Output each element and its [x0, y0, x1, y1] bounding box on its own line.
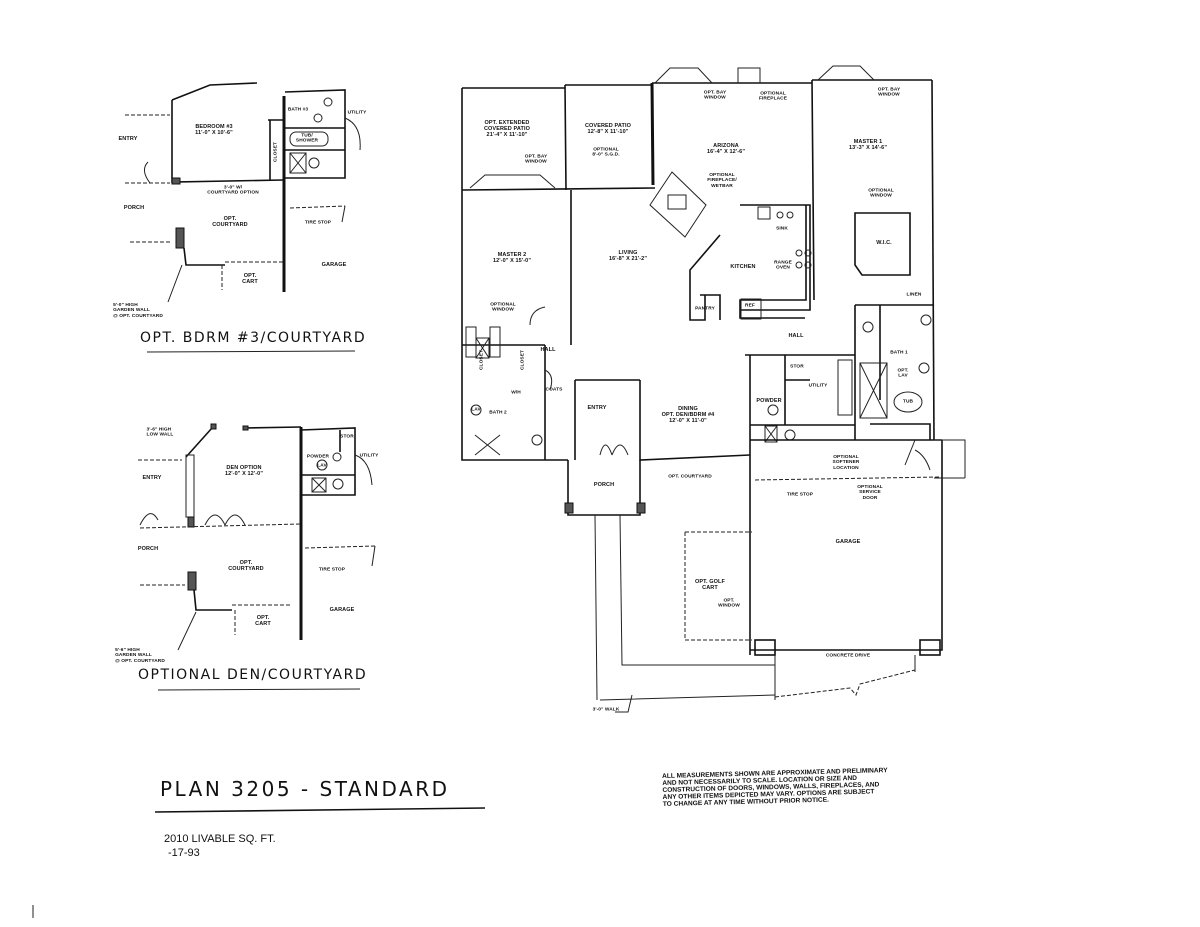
label-sink: SINK [776, 226, 788, 232]
label-optional-sgd: OPTIONAL 8'-0" S.G.D. [592, 147, 620, 158]
label-den: DEN OPTION 12'-0" X 12'-0" [224, 465, 264, 477]
label-tire-stop: TIRE STOP [786, 492, 814, 498]
label-lav-bath2: LAV [471, 407, 481, 413]
inset-den-walls [138, 423, 376, 691]
label-optional-window-master1: OPTIONAL WINDOW [868, 188, 894, 199]
label-ref: REF [745, 303, 755, 309]
label-hall-right: HALL [788, 333, 804, 339]
label-bay-window-master: OPT. BAY WINDOW [877, 87, 901, 98]
label-entry: ENTRY [587, 405, 607, 411]
label-softener: OPTIONAL SOFTENER LOCATION [832, 454, 860, 471]
label-wh: W/H [511, 390, 521, 396]
label-arizona: ARIZONA 16'-4" X 12'-6" [706, 143, 746, 155]
label-garage: GARAGE [321, 262, 347, 268]
label-entry: ENTRY [142, 475, 162, 481]
label-master1: MASTER 1 13'-3" X 14'-6" [848, 139, 888, 151]
label-utility: UTILITY [359, 453, 379, 459]
label-bath3: BATH #3 [287, 107, 309, 113]
label-bay-window-patio: OPT. BAY WINDOW [524, 154, 548, 165]
label-closet: CLOSET [273, 141, 279, 163]
label-powder: POWDER [306, 454, 330, 460]
label-tire-stop: TIRE STOP [304, 220, 332, 226]
label-garden-wall: 5'-6" HIGH GARDEN WALL @ OPT. COURTYARD [115, 647, 165, 664]
label-kitchen: KITCHEN [730, 264, 756, 270]
label-linen: LINEN [906, 292, 922, 298]
label-porch: PORCH [593, 482, 615, 488]
label-garage: GARAGE [329, 607, 355, 613]
label-optional-window-master2: OPTIONAL WINDOW [490, 302, 516, 313]
main-plan-walls [461, 65, 966, 713]
label-porch: PORCH [137, 546, 159, 552]
label-bath2: BATH 2 [489, 410, 507, 416]
label-drive: CONCRETE DRIVE [825, 653, 871, 659]
label-stor: STOR [790, 364, 804, 370]
inset-title-den: OPTIONAL DEN/COURTYARD [138, 667, 368, 683]
label-service-door: OPTIONAL SERVICE DOOR [857, 484, 883, 501]
plan-title: PLAN 3205 - STANDARD [160, 777, 450, 801]
label-tub: TUB/ SHOWER [295, 133, 319, 144]
label-fireplace-wetbar: OPTIONAL FIREPLACE/ WETBAR [707, 172, 737, 189]
label-golf-cart: OPT. GOLF CART [695, 579, 725, 591]
label-bedroom3: BEDROOM #3 11'-0" X 10'-6" [195, 124, 233, 136]
livable-sqft: 2010 LIVABLE SQ. FT. [164, 833, 276, 845]
label-master2: MASTER 2 12'-0" X 15'-0" [492, 252, 532, 264]
label-porch: PORCH [123, 205, 145, 211]
label-tire-stop: TIRE STOP [318, 567, 346, 573]
label-low-wall: 3'-6" HIGH LOW WALL [146, 427, 174, 438]
label-walk: 3'-0" WALK [592, 707, 620, 713]
label-closet-1: CLOSET [479, 349, 485, 371]
label-opt-window: OPT. WINDOW [718, 598, 740, 609]
label-ext-patio: OPT. EXTENDED COVERED PATIO 21'-4" X 11'… [483, 120, 531, 138]
label-hall-left: HALL [540, 347, 556, 353]
label-opt-lav: OPT. LAV [897, 368, 909, 379]
label-wic: W.I.C. [876, 240, 892, 246]
inset-bedroom3-walls [125, 82, 361, 353]
plan-date: -17-93 [168, 847, 200, 859]
label-lav: LAV [317, 463, 327, 469]
label-door-note: 3'-0" W/ COURTYARD OPTION [207, 185, 259, 196]
label-bay-window-arizona: OPT. BAY WINDOW [703, 90, 727, 101]
label-tub: TUB [902, 399, 914, 405]
label-pantry: PANTRY [695, 306, 715, 312]
label-cart: OPT. CART [242, 273, 258, 285]
label-entry: ENTRY [118, 136, 138, 142]
label-coats: COATS [545, 387, 563, 393]
label-utility: UTILITY [347, 110, 367, 116]
label-courtyard: OPT. COURTYARD [228, 560, 264, 572]
label-range: RANGE OVEN [774, 260, 792, 271]
label-living: LIVING 16'-8" X 21'-2" [608, 250, 648, 262]
label-dining: DINING OPT. DEN/BDRM #4 12'-0" X 11'-0" [661, 406, 715, 424]
label-garden-wall: 5'-0" HIGH GARDEN WALL @ OPT. COURTYARD [113, 302, 163, 319]
label-courtyard: OPT. COURTYARD [212, 216, 248, 228]
label-closet-2: CLOSET [520, 349, 526, 371]
label-covered-patio: COVERED PATIO 12'-8" X 11'-10" [584, 123, 632, 135]
label-bath1: BATH 1 [890, 350, 908, 356]
label-optional-fireplace: OPTIONAL FIREPLACE [758, 91, 788, 102]
inset-title-bedroom3: OPT. BDRM #3/COURTYARD [140, 330, 367, 346]
label-cart: OPT. CART [255, 615, 271, 627]
label-stor: STOR [340, 434, 354, 440]
label-garage: GARAGE [835, 539, 861, 545]
label-utility: UTILITY [808, 383, 828, 389]
label-opt-courtyard: OPT. COURTYARD [668, 474, 712, 480]
label-powder: POWDER [756, 398, 782, 404]
